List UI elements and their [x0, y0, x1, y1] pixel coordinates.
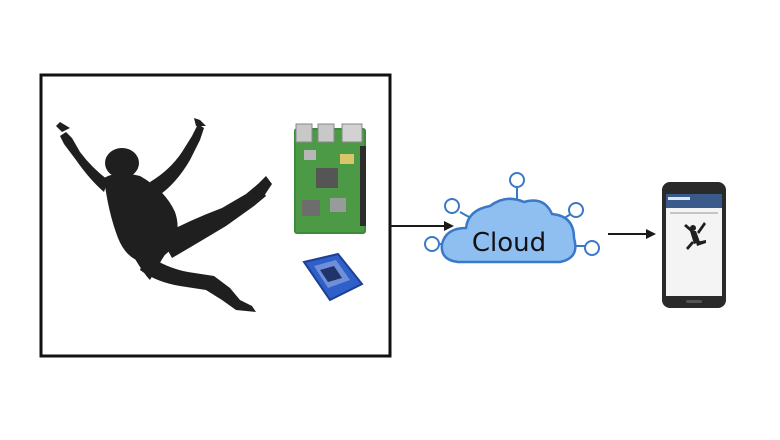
- smartphone-icon: [662, 182, 726, 308]
- raspberry-pi-board-icon: [294, 123, 366, 234]
- arrow-cloud-to-phone: [608, 229, 656, 239]
- sensor-module-icon: [302, 252, 364, 302]
- cloud-icon: [424, 172, 600, 264]
- arrow-device-to-cloud: [390, 221, 454, 231]
- cloud-label: Cloud: [471, 228, 547, 258]
- falling-person-icon: [56, 118, 272, 312]
